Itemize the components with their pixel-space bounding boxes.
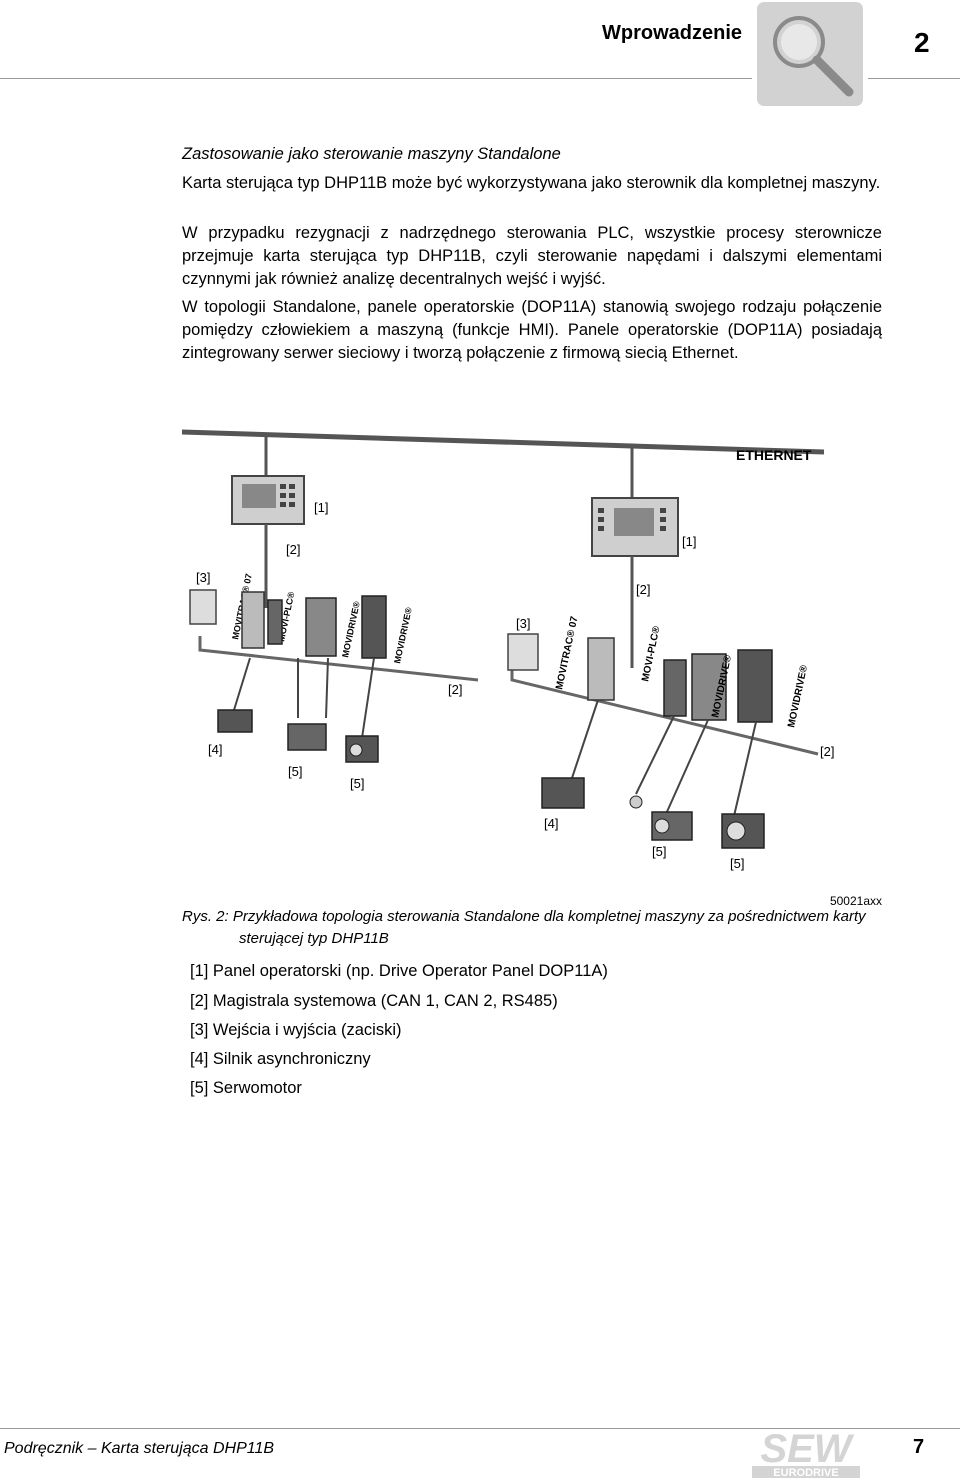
marker-4-right: [4] — [544, 816, 558, 831]
marker-5-right-2: [5] — [730, 856, 744, 871]
marker-5-right-1: [5] — [652, 844, 666, 859]
figure-caption: Rys. 2: Przykładowa topologia sterowania… — [182, 906, 882, 950]
marker-4-left: [4] — [208, 742, 222, 757]
marker-5-left-2: [5] — [350, 776, 364, 791]
topology-diagram: ETHERNET [1] [2] [2] [3] MOVITRAC® 07 MO… — [178, 418, 884, 888]
drive-movi-plc-right — [664, 660, 686, 716]
drive-movidrive-right-2 — [738, 650, 772, 722]
servo-motor-left-1 — [288, 724, 326, 750]
marker-2-left: [2] — [286, 542, 300, 557]
label-movidrive-left-1: MOVIDRIVE® — [340, 600, 362, 658]
drive-movi-plc-left — [268, 600, 282, 644]
sew-eurodrive-logo: SEW EURODRIVE — [748, 1426, 864, 1479]
svg-text:EURODRIVE: EURODRIVE — [773, 1467, 838, 1479]
label-movidrive-left-2: MOVIDRIVE® — [392, 606, 414, 664]
async-motor-left — [218, 710, 252, 732]
legend-item-3: [3] Wejścia i wyjścia (zaciski) — [190, 1021, 401, 1040]
ethernet-line — [182, 432, 824, 452]
io-terminal-right — [508, 634, 538, 670]
marker-5-left-1: [5] — [288, 764, 302, 779]
magnifier-icon — [757, 2, 863, 106]
marker-2-bus-right: [2] — [820, 744, 834, 759]
paragraph-1: Karta sterująca typ DHP11B może być wyko… — [182, 172, 882, 195]
marker-3-right: [3] — [516, 616, 530, 631]
marker-2-right: [2] — [636, 582, 650, 597]
header-divider-right — [868, 78, 960, 79]
legend-item-4: [4] Silnik asynchroniczny — [190, 1050, 371, 1069]
legend-item-1: [1] Panel operatorski (np. Drive Operato… — [190, 962, 608, 981]
label-movidrive-right-2: MOVIDRIVE® — [786, 664, 810, 729]
header-divider-left — [0, 78, 752, 79]
legend-item-2: [2] Magistrala systemowa (CAN 1, CAN 2, … — [190, 992, 558, 1011]
io-terminal-left — [190, 590, 216, 624]
footer-document-title: Podręcznik – Karta sterująca DHP11B — [4, 1440, 274, 1458]
paragraph-3: W topologii Standalone, panele operators… — [182, 296, 882, 365]
marker-3-left: [3] — [196, 570, 210, 585]
page-header-title: Wprowadzenie — [602, 22, 742, 45]
svg-text:SEW: SEW — [760, 1427, 854, 1471]
label-movitrac-right: MOVITRAC® 07 — [554, 615, 580, 691]
async-motor-right — [542, 778, 584, 808]
drive-movidrive-left-2 — [362, 596, 386, 658]
page-number: 7 — [913, 1436, 924, 1459]
drive-movitrac-right — [588, 638, 614, 700]
section-title: Zastosowanie jako sterowanie maszyny Sta… — [182, 143, 882, 166]
chapter-number: 2 — [914, 27, 930, 59]
marker-1-left: [1] — [314, 500, 328, 515]
ethernet-label: ETHERNET — [736, 447, 812, 463]
drive-movitrac-left — [242, 592, 264, 648]
marker-1-right: [1] — [682, 534, 696, 549]
drive-movidrive-left-1 — [306, 598, 336, 656]
marker-2-bus-left: [2] — [448, 682, 462, 697]
label-movi-plc-right: MOVI-PLC® — [640, 625, 663, 683]
paragraph-2: W przypadku rezygnacji z nadrzędnego ste… — [182, 222, 882, 291]
legend-item-5: [5] Serwomotor — [190, 1079, 302, 1098]
